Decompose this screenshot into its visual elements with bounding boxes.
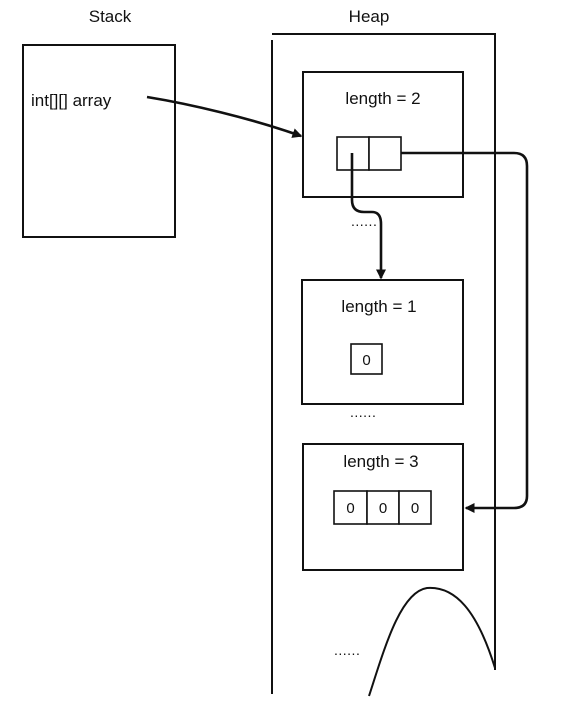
stack-frame: int[][] array bbox=[22, 44, 176, 238]
stack-title: Stack bbox=[89, 7, 132, 26]
ellipsis-after-inner-1: ...... bbox=[350, 404, 376, 420]
inner-array-2-cell-2-value: 0 bbox=[411, 500, 419, 517]
inner-array-1-cell-0 bbox=[350, 343, 383, 375]
stack-variable: int[][] array bbox=[31, 91, 112, 110]
inner-array-1-box bbox=[301, 279, 464, 405]
outer-array-box bbox=[302, 71, 464, 198]
stack-frame-box bbox=[22, 44, 176, 238]
inner-array-2-cell-1-value: 0 bbox=[379, 500, 387, 517]
stack-to-outer-arrow bbox=[146, 95, 303, 138]
inner-array-1-length: length = 1 bbox=[341, 297, 416, 316]
heap-region bbox=[271, 33, 496, 697]
inner-array-1-object: length = 1 0 bbox=[301, 279, 464, 405]
inner-array-2-cell-0-value: 0 bbox=[346, 500, 354, 517]
outer-cell-0-to-inner-1-arrow bbox=[350, 153, 386, 280]
inner-array-2-length: length = 3 bbox=[343, 452, 418, 471]
heap-bottom-curve bbox=[368, 586, 496, 697]
inner-array-2-cell-0 bbox=[333, 490, 368, 525]
ellipsis-after-outer: ...... bbox=[351, 213, 377, 229]
outer-array-length: length = 2 bbox=[345, 89, 420, 108]
heap-title: Heap bbox=[349, 7, 390, 26]
outer-array-object: length = 2 bbox=[302, 71, 464, 198]
inner-array-2-cell-2 bbox=[398, 490, 432, 525]
outer-cell-1-to-inner-2-arrow bbox=[401, 151, 529, 513]
ellipsis-bottom: ...... bbox=[334, 642, 360, 658]
inner-array-2-object: length = 3 0 0 0 bbox=[302, 443, 464, 571]
inner-array-1-cell-0-value: 0 bbox=[362, 352, 370, 369]
outer-array-cell-1 bbox=[368, 136, 402, 171]
